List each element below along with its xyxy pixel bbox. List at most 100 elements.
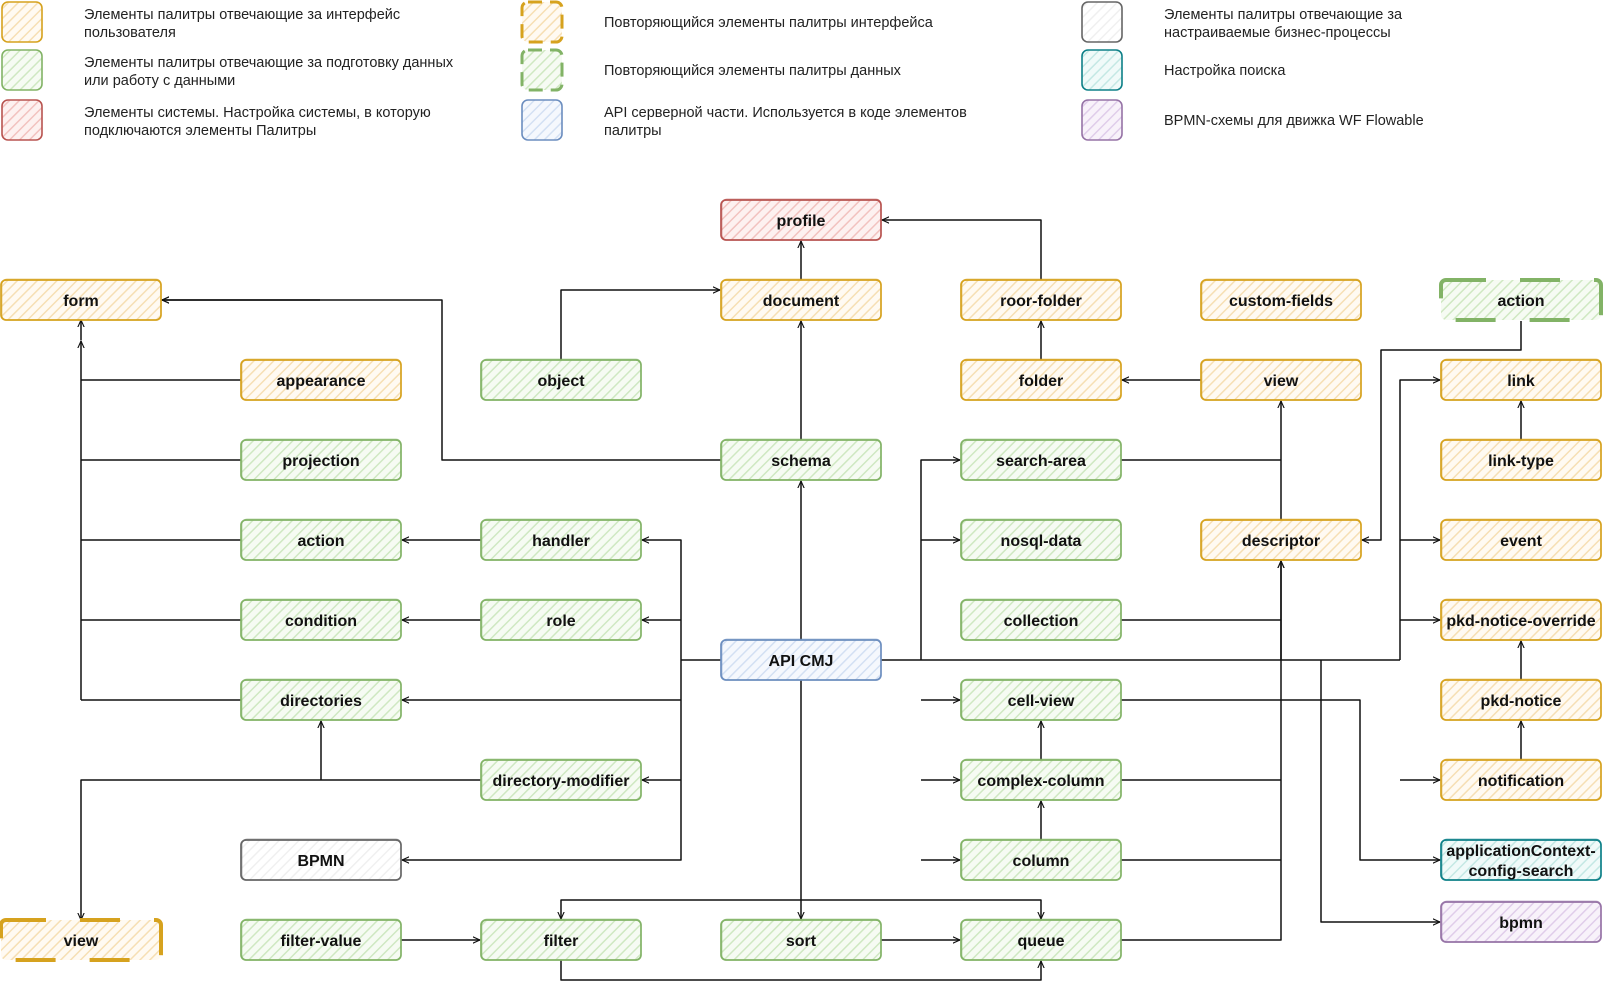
node-link[interactable]: link <box>1440 358 1602 401</box>
node-label-filter-value: filter-value <box>281 933 362 950</box>
node-outline-link-type <box>1441 438 1602 481</box>
legend-text-api: API серверной части. Используется в коде… <box>604 105 967 121</box>
node-roor-folder[interactable]: roor-folder <box>960 278 1122 321</box>
node-label-folder: folder <box>1019 373 1063 390</box>
node-outline-condition <box>241 598 402 641</box>
legend-swatch-api <box>521 99 563 141</box>
node-label-app-context: applicationContext- <box>1446 843 1595 860</box>
node-handler[interactable]: handler <box>480 518 642 561</box>
legend-swatch-system <box>1 99 43 141</box>
node-label-directory-modifier: directory-modifier <box>493 773 630 790</box>
node-outline-app-context <box>1441 838 1602 881</box>
legend-swatch-data-repeat <box>520 48 564 92</box>
node-label-cell-view: cell-view <box>1008 693 1075 710</box>
node-action-repeat[interactable]: action <box>1439 278 1603 322</box>
legend-item-ui: Элементы палитры отвечающие за интерфейс… <box>1 1 400 43</box>
legend-text-api: палитры <box>604 123 662 139</box>
node-label-object: object <box>537 373 585 390</box>
node-outline-role <box>481 598 642 641</box>
node-outline-pkd-notice-override <box>1441 598 1602 641</box>
node-app-context[interactable]: applicationContext-config-search <box>1440 838 1602 881</box>
node-object[interactable]: object <box>480 358 642 401</box>
node-action[interactable]: action <box>240 518 402 561</box>
node-directories[interactable]: directories <box>240 678 402 721</box>
node-outline-schema <box>721 438 882 481</box>
node-label-action: action <box>297 533 344 550</box>
node-outline-queue <box>961 918 1122 961</box>
node-outline-bpmn-bp <box>241 838 402 881</box>
node-event[interactable]: event <box>1440 518 1602 561</box>
connector-9 <box>560 290 720 360</box>
node-pkd-notice[interactable]: pkd-notice <box>1440 678 1602 721</box>
node-label-pkd-notice-override: pkd-notice-override <box>1446 613 1595 630</box>
connector-51 <box>801 899 1041 919</box>
legend-swatch-ui <box>1 1 43 43</box>
node-complex-column[interactable]: complex-column <box>960 758 1122 801</box>
node-label-schema: schema <box>771 453 831 470</box>
node-sort[interactable]: sort <box>720 918 882 961</box>
node-outline-folder <box>961 358 1122 401</box>
node-search-area[interactable]: search-area <box>960 438 1122 481</box>
node-label-queue: queue <box>1017 933 1064 950</box>
node-bpmn[interactable]: bpmn <box>1440 900 1602 943</box>
node-link-type[interactable]: link-type <box>1440 438 1602 481</box>
node-queue[interactable]: queue <box>960 918 1122 961</box>
node-outline-roor-folder <box>961 278 1122 321</box>
legend-item-bp: Элементы палитры отвечающие занастраивае… <box>1081 1 1403 43</box>
node-document[interactable]: document <box>720 278 882 321</box>
node-profile[interactable]: profile <box>720 198 882 241</box>
node-form[interactable]: form <box>0 278 162 321</box>
node-column[interactable]: column <box>960 838 1122 881</box>
node-outline-appearance <box>241 358 402 401</box>
node-descriptor[interactable]: descriptor <box>1200 518 1362 561</box>
node-label-filter: filter <box>544 933 579 950</box>
node-nosql-data[interactable]: nosql-data <box>960 518 1122 561</box>
node-projection[interactable]: projection <box>240 438 402 481</box>
node-label-collection: collection <box>1004 613 1079 630</box>
node-outline-notification <box>1441 758 1602 801</box>
connector-8 <box>162 300 721 461</box>
node-cell-view[interactable]: cell-view <box>960 678 1122 721</box>
node-outline-directories <box>241 678 402 721</box>
node-label-complex-column: complex-column <box>977 773 1104 790</box>
node-view-repeat[interactable]: view <box>0 918 163 962</box>
node-collection[interactable]: collection <box>960 598 1122 641</box>
connector-37 <box>920 460 960 660</box>
node-label-profile: profile <box>777 213 826 230</box>
node-label-document: document <box>763 293 840 310</box>
node-condition[interactable]: condition <box>240 598 402 641</box>
connector-46 <box>1121 699 1440 860</box>
node-outline-complex-column <box>961 758 1122 801</box>
node-label-column: column <box>1013 853 1070 870</box>
node-outline-nosql-data <box>961 518 1122 561</box>
node-pkd-notice-override[interactable]: pkd-notice-override <box>1440 598 1602 641</box>
node-outline-collection <box>961 598 1122 641</box>
node-label-descriptor: descriptor <box>1242 533 1320 550</box>
node-folder[interactable]: folder <box>960 358 1122 401</box>
legend-text-ui: Элементы палитры отвечающие за интерфейс <box>84 7 400 23</box>
legend-text-data: Элементы палитры отвечающие за подготовк… <box>84 55 454 71</box>
node-bpmn-bp[interactable]: BPMN <box>240 838 402 881</box>
legend-text-search: Настройка поиска <box>1164 63 1286 79</box>
node-label-appearance: appearance <box>277 373 366 390</box>
node-label-custom-fields: custom-fields <box>1229 293 1333 310</box>
legend-text-system: Элементы системы. Настройка системы, в к… <box>84 105 431 121</box>
node-api-cmj[interactable]: API CMJ <box>720 638 882 681</box>
node-label-form: form <box>63 293 99 310</box>
node-outline-event <box>1441 518 1602 561</box>
node-schema[interactable]: schema <box>720 438 882 481</box>
node-appearance[interactable]: appearance <box>240 358 402 401</box>
node-notification[interactable]: notification <box>1440 758 1602 801</box>
node-directory-modifier[interactable]: directory-modifier <box>480 758 642 801</box>
node-custom-fields[interactable]: custom-fields <box>1200 278 1362 321</box>
node-filter-value[interactable]: filter-value <box>240 918 402 961</box>
connector-49 <box>1320 660 1440 922</box>
node-outline-handler <box>481 518 642 561</box>
node-outline-filter-value <box>241 918 402 961</box>
node-view-top[interactable]: view <box>1200 358 1362 401</box>
node-filter[interactable]: filter <box>480 918 642 961</box>
node-role[interactable]: role <box>480 598 642 641</box>
node-label-api-cmj: API CMJ <box>769 653 834 670</box>
connector-55 <box>560 960 1041 981</box>
